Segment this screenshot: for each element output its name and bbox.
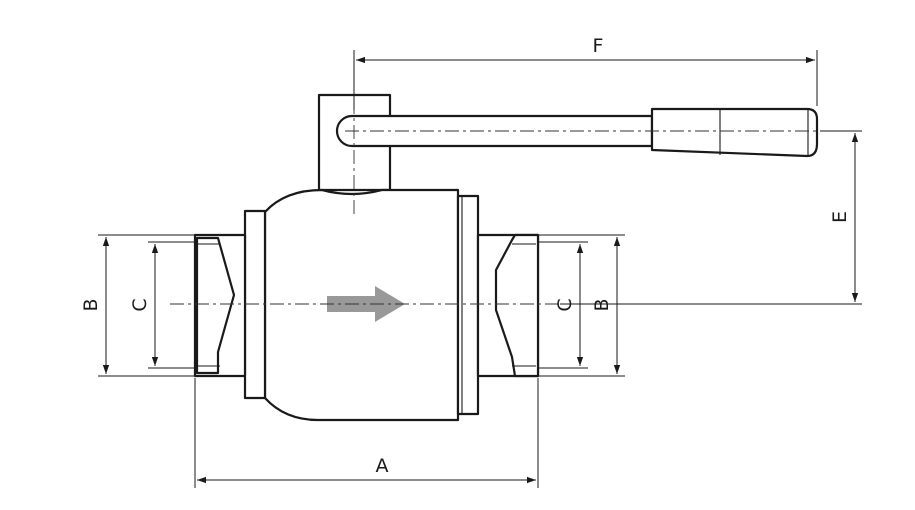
handle-grip xyxy=(650,107,819,158)
valve-handle xyxy=(335,107,819,158)
handle-lever xyxy=(335,114,654,148)
left-body-flange xyxy=(243,209,267,400)
dimension-c-right: C xyxy=(554,244,584,366)
dimension-e: E xyxy=(829,133,859,302)
dimension-b-right: B xyxy=(591,237,621,374)
dimension-c-left-label: C xyxy=(129,298,151,311)
right-body-flange xyxy=(456,194,480,416)
dimension-a: A xyxy=(197,455,536,484)
left-end-connection xyxy=(193,233,247,378)
right-end-connection xyxy=(476,233,540,378)
dimension-b-right-label: B xyxy=(591,298,613,311)
dimension-b-left-label: B xyxy=(80,298,102,311)
dimension-b-left: B xyxy=(80,237,110,374)
dimension-a-label: A xyxy=(376,455,389,477)
dimension-c-left: C xyxy=(129,244,159,366)
dimension-f-label: F xyxy=(593,35,604,57)
dimension-e-label: E xyxy=(829,211,851,223)
dimension-f: F xyxy=(356,35,815,64)
dimension-c-right-label: C xyxy=(554,298,576,311)
